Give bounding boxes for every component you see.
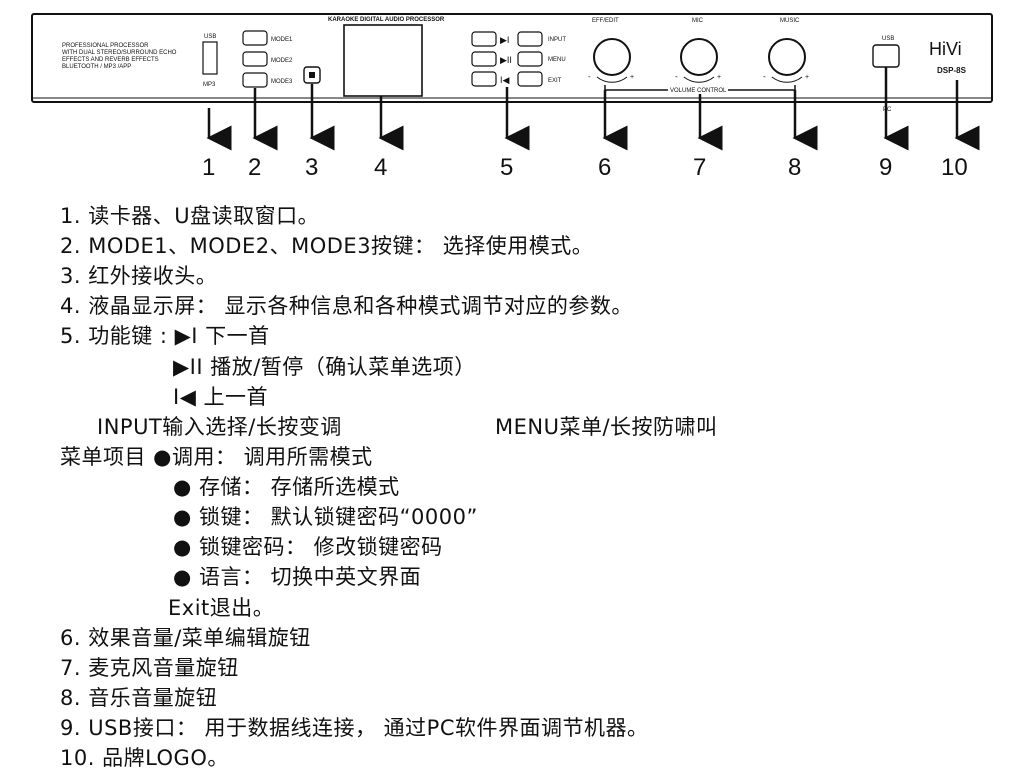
- volume-control-label: VOLUME CONTROL: [670, 88, 727, 94]
- note-menu-language: ● 语言： 切换中英文界面: [173, 565, 422, 589]
- note-5: 5. 功能键 : ▶I 下一首: [60, 324, 270, 348]
- note-4: 4. 液晶显示屏： 显示各种信息和各种模式调节对应的参数。: [60, 294, 633, 318]
- note-menu-store: ● 存储： 存储所选模式: [173, 475, 400, 499]
- menu-label: MENU: [548, 57, 566, 63]
- note-menu-lock: ● 锁键： 默认锁键密码“0000”: [173, 505, 478, 529]
- eff-edit-arc: [596, 76, 628, 83]
- mode1-label: MODE1: [271, 37, 293, 43]
- eff-minus: -: [588, 72, 591, 81]
- intro-line-2: WITH DUAL STEREO/SURROUND ECHO: [62, 50, 177, 56]
- note-2: 2. MODE1、MODE2、MODE3按键： 选择使用模式。: [60, 234, 594, 258]
- music-plus: +: [805, 74, 809, 81]
- note-8: 8. 音乐音量旋钮: [60, 686, 218, 710]
- pc-label: PC: [883, 107, 892, 113]
- input-label: INPUT: [548, 37, 566, 43]
- note-7: 7. 麦克风音量旋钮: [60, 656, 239, 680]
- mode2-label: MODE2: [271, 58, 293, 64]
- note-1: 1. 读卡器、U盘读取窗口。: [60, 204, 320, 228]
- play-pause-icon: ▶II: [500, 55, 512, 65]
- callout-1: 1: [202, 154, 215, 181]
- intro-line-1: PROFESSIONAL PROCESSOR: [62, 43, 149, 49]
- note-menu-lock-password: ● 锁键密码： 修改锁键密码: [173, 535, 443, 559]
- intro-line-3: EFFECTS AND REVERB EFFECTS: [62, 57, 159, 63]
- note-6: 6. 效果音量/菜单编辑旋钮: [60, 626, 311, 650]
- next-button[interactable]: [471, 31, 497, 47]
- mic-minus: -: [675, 72, 678, 81]
- volume-control-label-bg: [668, 86, 728, 94]
- callout-4: 4: [374, 154, 387, 181]
- mic-arc: [683, 76, 715, 83]
- music-arc: [771, 76, 803, 83]
- mic-knob[interactable]: [680, 38, 718, 76]
- mode3-button[interactable]: [242, 72, 268, 88]
- prev-button[interactable]: [471, 71, 497, 87]
- lcd-title: KARAOKE DIGITAL AUDIO PROCESSOR: [328, 17, 445, 23]
- panel-body: [31, 13, 993, 103]
- front-panel-diagram: PROFESSIONAL PROCESSOR WITH DUAL STEREO/…: [31, 13, 993, 181]
- callout-5: 5: [500, 154, 513, 181]
- note-5-prev: I◀ 上一首: [173, 385, 269, 409]
- usb-port-label: USB: [882, 36, 894, 42]
- mode2-button[interactable]: [242, 51, 268, 67]
- brand-logo: HiVi: [929, 39, 962, 59]
- callout-3: 3: [305, 154, 318, 181]
- eff-edit-label: EFF/EDIT: [592, 18, 619, 24]
- menu-button[interactable]: [517, 51, 543, 67]
- input-button[interactable]: [517, 31, 543, 47]
- intro-line-4: BLUETOOTH / MP3 /APP: [62, 64, 131, 70]
- music-label: MUSIC: [780, 18, 800, 24]
- card-reader-slot[interactable]: [202, 41, 218, 75]
- callout-10: 10: [941, 154, 968, 181]
- model-label: DSP-8S: [937, 66, 967, 75]
- music-knob[interactable]: [768, 38, 806, 76]
- callout-9: 9: [879, 154, 892, 181]
- ir-receiver-eye: [309, 72, 315, 78]
- mp3-label: MP3: [203, 82, 216, 88]
- callout-2: 2: [248, 154, 261, 181]
- callout-8: 8: [788, 154, 801, 181]
- note-5-menu: MENU菜单/长按防啸叫: [495, 415, 718, 439]
- next-icon: ▶I: [500, 35, 509, 45]
- callout-6: 6: [598, 154, 611, 181]
- callout-7: 7: [693, 154, 706, 181]
- exit-label: EXIT: [548, 78, 562, 84]
- prev-icon: I◀: [500, 75, 510, 85]
- note-10: 10. 品牌LOGO。: [60, 746, 229, 770]
- note-menu-recall: 菜单项目 ●调用： 调用所需模式: [60, 445, 373, 469]
- eff-edit-knob[interactable]: [593, 38, 631, 76]
- lcd-screen: [343, 24, 423, 97]
- mic-plus: +: [717, 74, 721, 81]
- note-9: 9. USB接口： 用于数据线连接， 通过PC软件界面调节机器。: [60, 716, 649, 740]
- eff-plus: +: [630, 74, 634, 81]
- music-minus: -: [763, 72, 766, 81]
- mode1-button[interactable]: [242, 30, 268, 46]
- mode3-label: MODE3: [271, 79, 293, 85]
- play-pause-button[interactable]: [471, 51, 497, 67]
- note-5-play: ▶II 播放/暂停（确认菜单选项）: [173, 355, 476, 379]
- usb-slot-label: USB: [204, 34, 216, 40]
- note-exit: Exit退出。: [168, 596, 275, 620]
- mic-label: MIC: [692, 18, 704, 24]
- note-5-input: INPUT输入选择/长按变调: [97, 415, 342, 439]
- exit-button[interactable]: [517, 71, 543, 87]
- note-3: 3. 红外接收头。: [60, 264, 218, 288]
